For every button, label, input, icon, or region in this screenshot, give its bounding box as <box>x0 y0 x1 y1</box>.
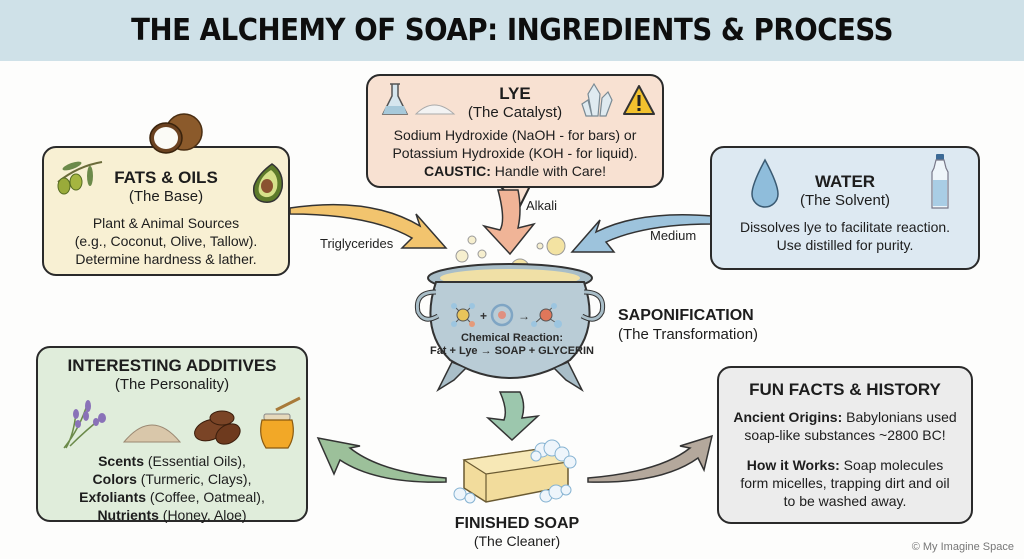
molecule-reactant-icon <box>451 303 475 327</box>
fact2-text1: Soap molecules <box>839 457 944 473</box>
lye-box: LYE (The Catalyst) Sodium Hydroxide (NaO… <box>366 74 664 188</box>
water-bottle-icon <box>931 154 949 209</box>
water-subtitle: (The Solvent) <box>799 192 891 209</box>
medium-label: Medium <box>650 228 697 243</box>
additive-scents: Scents (Essential Oils), <box>38 452 306 470</box>
facts-title: FUN FACTS & HISTORY <box>749 380 941 399</box>
cauldron-icon: + → <box>414 235 606 393</box>
copyright-credit: © My Imagine Space <box>911 541 1014 553</box>
alkali-label: Alkali <box>526 198 558 213</box>
fact1-line2: soap-like substances ~2800 BC! <box>744 427 946 443</box>
additive-colors-text: (Turmeric, Clays), <box>136 471 252 487</box>
caustic-label: CAUSTIC: <box>423 163 491 179</box>
fats-subtitle: (The Base) <box>128 188 204 205</box>
fact2-line1: How it Works: Soap molecules <box>719 456 971 474</box>
soap-arrow <box>485 391 541 442</box>
fats-title: FATS & OILS <box>114 168 218 187</box>
saponification-title: SAPONIFICATION <box>618 307 754 324</box>
coffee-beans-icon <box>194 410 241 445</box>
honey-jar-icon <box>260 396 301 449</box>
additive-colors-label: Colors <box>92 471 137 487</box>
water-drop-icon <box>751 158 779 208</box>
coconut-icon <box>149 113 203 154</box>
additives-subtitle: (The Personality) <box>114 376 230 393</box>
water-box: WATER (The Solvent) Dissolves lye to fac… <box>710 146 980 270</box>
saponification-subtitle: (The Transformation) <box>618 326 759 343</box>
water-line2: Use distilled for purity. <box>776 237 914 253</box>
additive-exfoliants: Exfoliants (Coffee, Oatmeal), <box>38 488 306 506</box>
fact2-label: How it Works: <box>746 457 840 473</box>
swirl-icon <box>490 303 514 327</box>
saponification-label: SAPONIFICATION (The Transformation) <box>618 306 758 344</box>
lye-arrow <box>481 189 536 256</box>
avocado-icon <box>252 163 284 203</box>
reaction-equation: Fat + Lye → SOAP + GLYCERIN <box>429 345 595 357</box>
fats-line2: (e.g., Coconut, Olive, Tallow). <box>74 233 258 249</box>
lavender-icon <box>63 400 106 449</box>
powder-icon <box>414 104 456 115</box>
water-title: WATER <box>814 172 876 191</box>
additives-arrow <box>316 436 447 483</box>
fun-facts-box: FUN FACTS & HISTORY Ancient Origins: Bab… <box>717 366 973 524</box>
flask-icon <box>381 83 409 115</box>
additive-nutrients: Nutrients (Honey, Aloe) <box>38 506 306 524</box>
fact1-text1: Babylonians used <box>842 409 957 425</box>
fats-line1: Plant & Animal Sources <box>92 215 240 231</box>
fact2-line2: form micelles, trapping dirt and oil <box>740 475 950 491</box>
molecule-product-icon <box>531 303 562 328</box>
lye-line2: Potassium Hydroxide (KOH - for liquid). <box>392 145 638 161</box>
warning-icon <box>623 85 655 115</box>
reaction-text: Chemical Reaction: Fat + Lye → SOAP + GL… <box>422 332 602 358</box>
additive-exfoliants-label: Exfoliants <box>79 489 147 505</box>
clay-powder-icon <box>122 424 182 443</box>
svg-text:→: → <box>518 309 530 323</box>
additive-scents-text: (Essential Oils), <box>144 453 246 469</box>
additives-icons <box>38 394 306 452</box>
finished-soap-label: FINISHED SOAP (The Cleaner) <box>412 514 622 550</box>
reaction-title: Chemical Reaction: <box>460 332 564 344</box>
lye-title: LYE <box>499 84 531 103</box>
crystal-icon <box>581 82 613 117</box>
lye-caustic: CAUSTIC: Handle with Care! <box>368 162 662 180</box>
soap-title: FINISHED SOAP <box>454 515 580 532</box>
facts-arrow <box>587 434 714 483</box>
svg-text:+: + <box>480 309 487 323</box>
additive-scents-label: Scents <box>98 453 144 469</box>
additives-title: INTERESTING ADDITIVES <box>67 356 277 375</box>
fats-oils-box: FATS & OILS (The Base) Plant & Animal So… <box>42 146 290 276</box>
additives-box: INTERESTING ADDITIVES (The Personality) … <box>36 346 308 524</box>
additive-exfoliants-text: (Coffee, Oatmeal), <box>146 489 265 505</box>
title-banner: THE ALCHEMY OF SOAP: INGREDIENTS & PROCE… <box>0 0 1024 61</box>
page-title: THE ALCHEMY OF SOAP: INGREDIENTS & PROCE… <box>131 13 893 48</box>
fact1-line1: Ancient Origins: Babylonians used <box>719 408 971 426</box>
fats-line3: Determine hardness & lather. <box>75 251 257 267</box>
olive-branch-icon <box>57 161 103 195</box>
fats-arrow <box>289 203 448 249</box>
additive-colors: Colors (Turmeric, Clays), <box>38 470 306 488</box>
caustic-text: Handle with Care! <box>490 163 607 179</box>
additive-nutrients-text: (Honey, Aloe) <box>158 507 247 523</box>
soap-bar-icon <box>453 439 577 504</box>
additive-nutrients-label: Nutrients <box>97 507 159 523</box>
triglycerides-label: Triglycerides <box>320 236 394 251</box>
lye-subtitle: (The Catalyst) <box>467 104 563 121</box>
soap-subtitle: (The Cleaner) <box>473 533 561 549</box>
lye-line1: Sodium Hydroxide (NaOH - for bars) or <box>393 127 637 143</box>
fact2-line3: to be washed away. <box>783 493 907 509</box>
water-arrow <box>570 213 713 253</box>
fact1-label: Ancient Origins: <box>733 409 843 425</box>
water-line1: Dissolves lye to facilitate reaction. <box>739 219 951 235</box>
